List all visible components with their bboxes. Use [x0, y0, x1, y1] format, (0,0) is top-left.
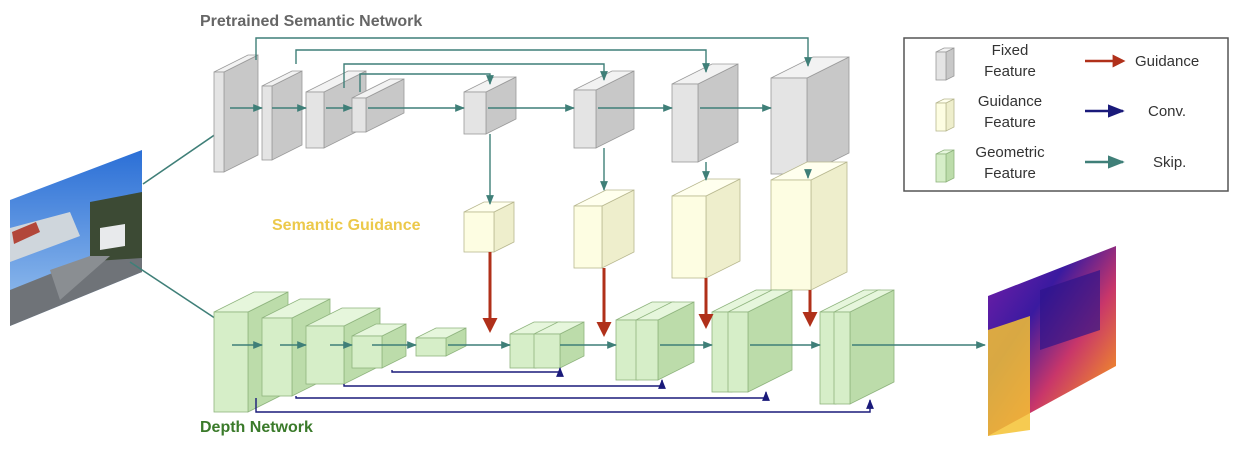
- depth-conv-2: [295, 391, 770, 401]
- depth-network-blocks: [213, 289, 895, 413]
- semantic-block-7: [671, 63, 739, 163]
- depth-block-13: [833, 289, 895, 405]
- depth-conv-3: [343, 379, 666, 389]
- depth-block-11: [727, 289, 793, 393]
- depth-block-5: [415, 327, 467, 357]
- depth-block-4: [351, 323, 407, 369]
- guidance-feature-blocks: [463, 161, 848, 291]
- semantic-skip-4: [359, 73, 494, 92]
- guidance-block-1: [463, 201, 515, 253]
- legend-guidance-feature-icon: [935, 98, 955, 132]
- depth-network-label: Depth Network: [200, 419, 313, 436]
- depth-conv-1: [255, 398, 874, 413]
- guidance-block-4: [770, 161, 848, 291]
- semantic-block-8: [770, 56, 850, 175]
- legend: Fixed Feature Guidance Feature Geometric…: [903, 37, 1229, 192]
- input-image: [10, 150, 142, 326]
- legend-geometric-feature-icon: [935, 149, 955, 183]
- guidance-block-2: [573, 189, 635, 269]
- output-depth-map: [988, 246, 1116, 436]
- guidance-block-3: [671, 178, 741, 279]
- connections: [230, 37, 986, 413]
- semantic-network-label: Pretrained Semantic Network: [200, 13, 422, 30]
- semantic-network-blocks: [213, 54, 850, 175]
- depth-block-7: [533, 321, 585, 369]
- semantic-guidance-label: Semantic Guidance: [272, 217, 421, 234]
- legend-fixed-line1: Fixed: [992, 42, 1029, 59]
- legend-guidance-line1: Guidance: [978, 93, 1042, 110]
- semantic-block-3: [305, 70, 367, 149]
- depth-block-9: [635, 301, 695, 381]
- semantic-block-1: [213, 54, 259, 173]
- legend-geometric-line2: Feature: [984, 165, 1036, 182]
- semantic-block-6: [573, 70, 635, 149]
- legend-skip-arrow-label: Skip.: [1153, 154, 1186, 171]
- semantic-skip-2: [295, 49, 710, 73]
- semantic-block-4: [351, 78, 405, 133]
- legend-conv-arrow-label: Conv.: [1148, 103, 1186, 120]
- semantic-skip-3: [343, 63, 608, 88]
- legend-box: [903, 37, 1229, 192]
- legend-fixed-line2: Feature: [984, 63, 1036, 80]
- legend-guidance-arrow-label: Guidance: [1135, 53, 1199, 70]
- semantic-skip-1: [255, 37, 812, 67]
- semantic-block-2: [261, 70, 303, 161]
- semantic-block-5: [463, 76, 517, 135]
- legend-guidance-line2: Feature: [984, 114, 1036, 131]
- legend-fixed-feature-icon: [935, 47, 955, 81]
- legend-geometric-line1: Geometric: [975, 144, 1045, 161]
- depth-conv-4: [391, 367, 564, 377]
